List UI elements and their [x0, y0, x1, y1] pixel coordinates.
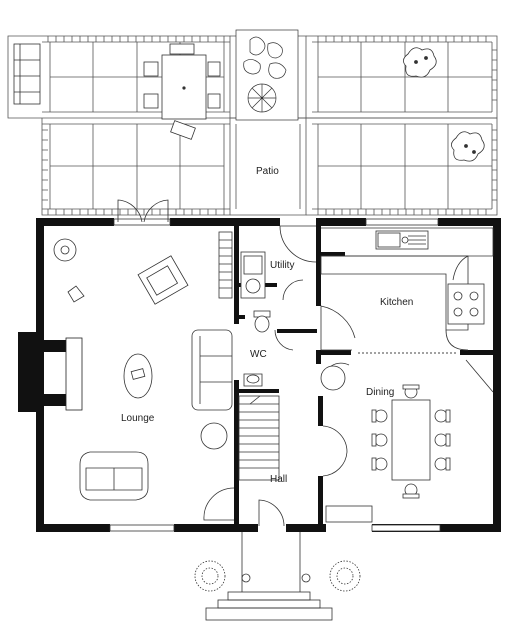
planting-bed — [235, 29, 299, 121]
french-doors — [117, 199, 169, 223]
front-shrubs — [194, 560, 361, 592]
lounge-furniture — [53, 238, 233, 501]
shrub-top-right — [403, 47, 437, 78]
door-swings — [203, 279, 356, 527]
garden-bench — [13, 43, 41, 105]
shrub-right — [451, 131, 485, 162]
front-path — [205, 532, 333, 621]
room-label-patio: Patio — [256, 166, 279, 177]
kitchen-units — [320, 227, 494, 351]
utility-fittings — [218, 231, 266, 299]
staircase — [238, 395, 280, 481]
patio-table-set — [143, 43, 221, 140]
dining-furniture — [320, 359, 494, 523]
room-label-wc: WC — [250, 349, 267, 360]
wc-fittings — [243, 310, 271, 387]
utility-back-door — [279, 225, 317, 263]
room-label-dining: Dining — [366, 387, 394, 398]
room-label-lounge: Lounge — [121, 413, 155, 424]
room-label-utility: Utility — [270, 260, 294, 271]
room-label-kitchen: Kitchen — [380, 297, 413, 308]
room-label-hall: Hall — [270, 474, 287, 485]
fireplace — [65, 337, 83, 411]
